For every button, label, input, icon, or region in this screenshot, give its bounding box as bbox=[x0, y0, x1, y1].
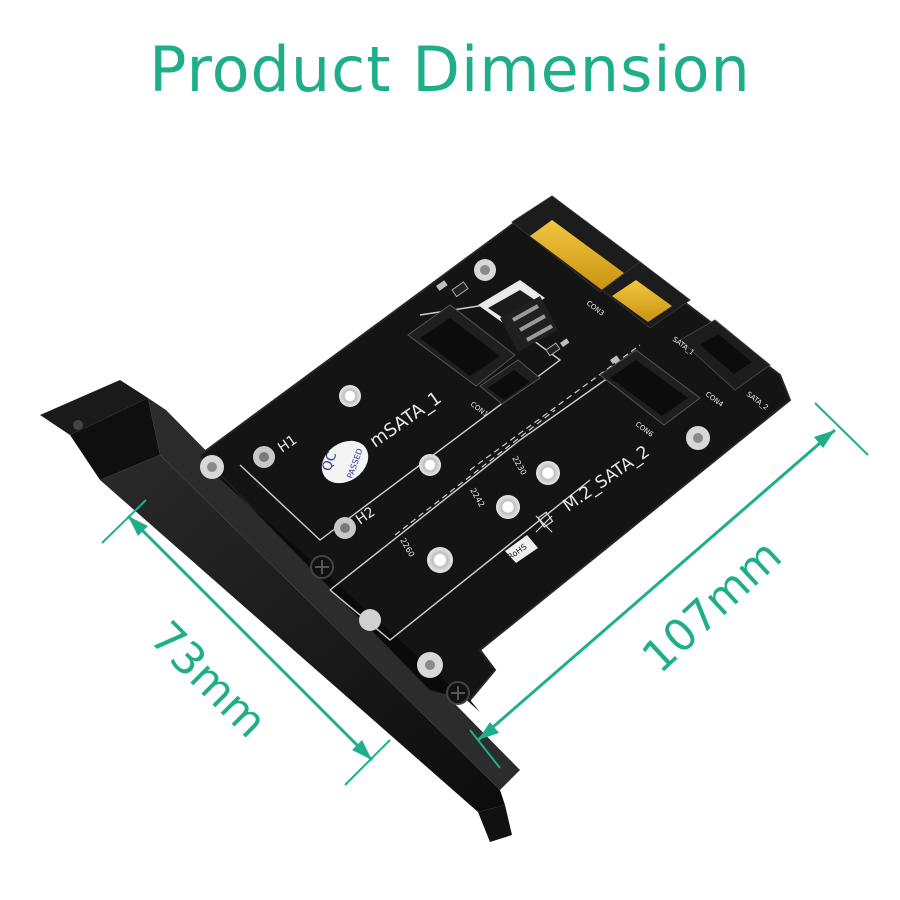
voltage-regulator bbox=[478, 280, 558, 352]
qc-label: QC bbox=[320, 450, 341, 473]
bracket-screw-1 bbox=[310, 555, 334, 579]
hole-2242 bbox=[496, 495, 520, 519]
msata-slot-con1: CON1 bbox=[407, 304, 541, 419]
weee-bin-icon bbox=[535, 511, 554, 533]
length-label: 107mm bbox=[633, 530, 792, 683]
screw-h1 bbox=[253, 446, 275, 468]
width-label: 73mm bbox=[140, 612, 276, 748]
hole-2 bbox=[419, 454, 441, 476]
standoff-bottom bbox=[417, 652, 443, 678]
mounting-holes bbox=[200, 259, 710, 705]
smd-components bbox=[436, 280, 620, 365]
standoff-top bbox=[474, 259, 496, 281]
bracket-screw-2 bbox=[446, 681, 470, 705]
qc-sticker: QC PASSED bbox=[320, 440, 369, 484]
rohs-badge: RoHS bbox=[505, 535, 538, 563]
hole-2230 bbox=[536, 461, 560, 485]
hole-1 bbox=[339, 385, 361, 407]
standoff-right bbox=[686, 426, 710, 450]
screw-h2 bbox=[334, 517, 356, 539]
hole-corner bbox=[359, 609, 381, 631]
standoff-left bbox=[200, 455, 224, 479]
hole-2260 bbox=[427, 547, 453, 573]
page-title: Product Dimension bbox=[149, 33, 751, 106]
